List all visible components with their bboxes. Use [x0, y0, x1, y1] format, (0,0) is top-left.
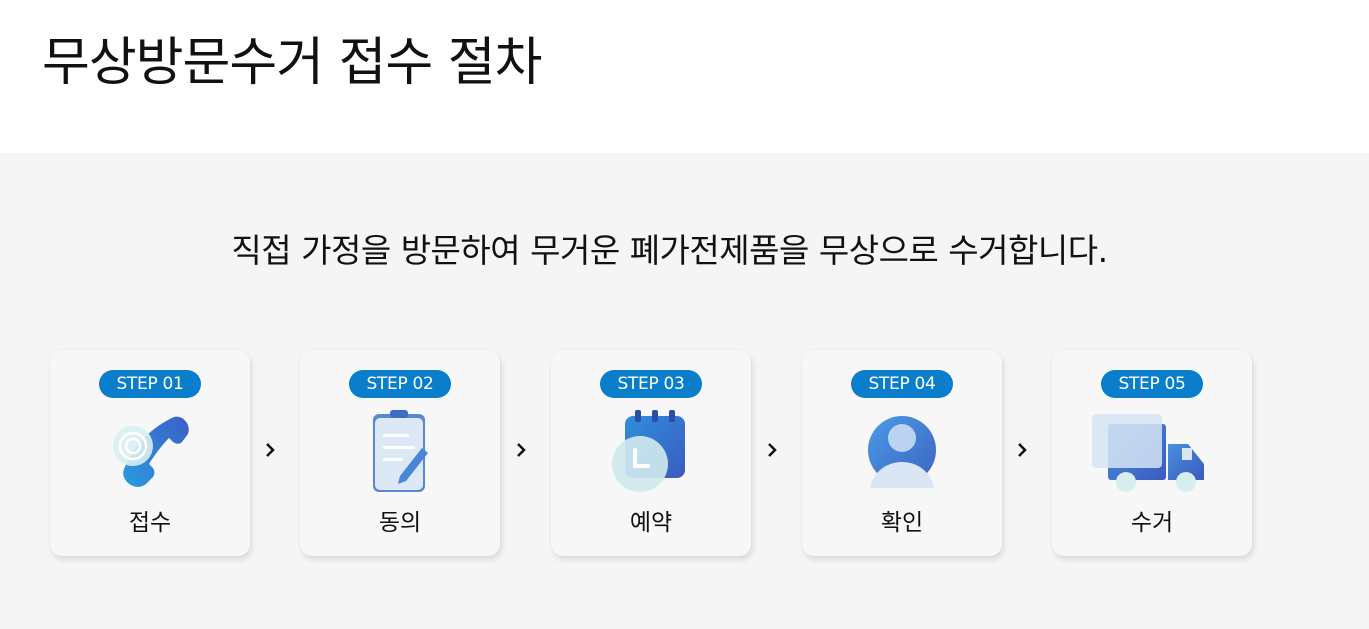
chevron-right-icon [517, 443, 526, 457]
step-label: 수거 [1130, 510, 1174, 536]
chevron-right-icon [1018, 443, 1027, 457]
step-card-4: STEP 04 확인 [802, 350, 1002, 556]
step-label: 확인 [880, 510, 924, 536]
step-card-2: STEP 02 동의 [300, 350, 500, 556]
calendar-clock-icon [601, 410, 701, 500]
clipboard-pen-icon [350, 410, 450, 500]
step-card-5: STEP 05 수거 [1052, 350, 1252, 556]
step-badge: STEP 03 [600, 370, 702, 398]
step-badge: STEP 05 [1101, 370, 1203, 398]
chevron-right-icon [266, 443, 275, 457]
step-badge: STEP 04 [851, 370, 953, 398]
procedure-panel: 직접 가정을 방문하여 무거운 폐가전제품을 무상으로 수거합니다. STEP … [0, 153, 1369, 629]
step-label: 접수 [128, 510, 172, 536]
page-title: 무상방문수거 접수 절차 [42, 33, 542, 93]
step-card-3: STEP 03 예약 [551, 350, 751, 556]
truck-icon [1090, 410, 1214, 500]
step-card-1: STEP 01 접수 [50, 350, 250, 556]
step-badge: STEP 01 [99, 370, 201, 398]
chevron-right-icon [768, 443, 777, 457]
step-label: 예약 [629, 510, 673, 536]
step-label: 동의 [378, 510, 422, 536]
user-icon [852, 410, 952, 500]
step-badge: STEP 02 [349, 370, 451, 398]
phone-icon [100, 410, 200, 500]
intro-text: 직접 가정을 방문하여 무거운 폐가전제품을 무상으로 수거합니다. [231, 231, 1108, 270]
steps-list: STEP 01 접수 [0, 153, 1369, 629]
